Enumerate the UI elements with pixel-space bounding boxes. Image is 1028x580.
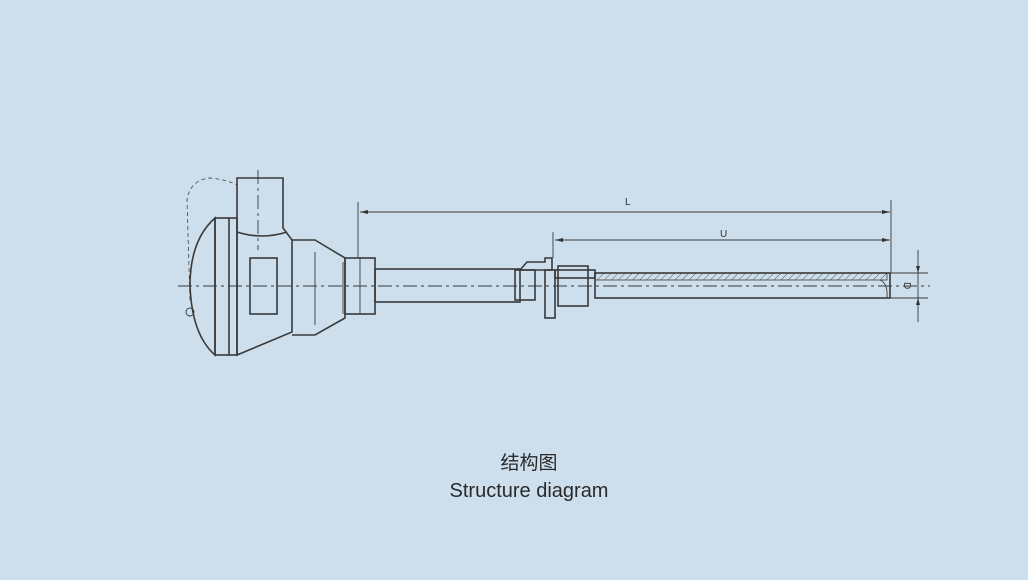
caption-english: Structure diagram — [449, 480, 609, 502]
dimension-d: D — [890, 250, 928, 322]
junction-box-head — [185, 170, 293, 357]
dimension-l-label: L — [625, 197, 631, 208]
dimension-u: U — [552, 229, 890, 258]
dimension-u-label: U — [720, 229, 727, 240]
dimension-l: L — [357, 197, 892, 273]
protection-tube — [594, 272, 891, 299]
extension-stem — [374, 268, 521, 303]
neck-and-nut — [292, 239, 376, 336]
dimension-d-label: D — [901, 282, 912, 289]
compression-fitting — [514, 257, 596, 319]
caption-chinese: 结构图 — [500, 452, 558, 474]
